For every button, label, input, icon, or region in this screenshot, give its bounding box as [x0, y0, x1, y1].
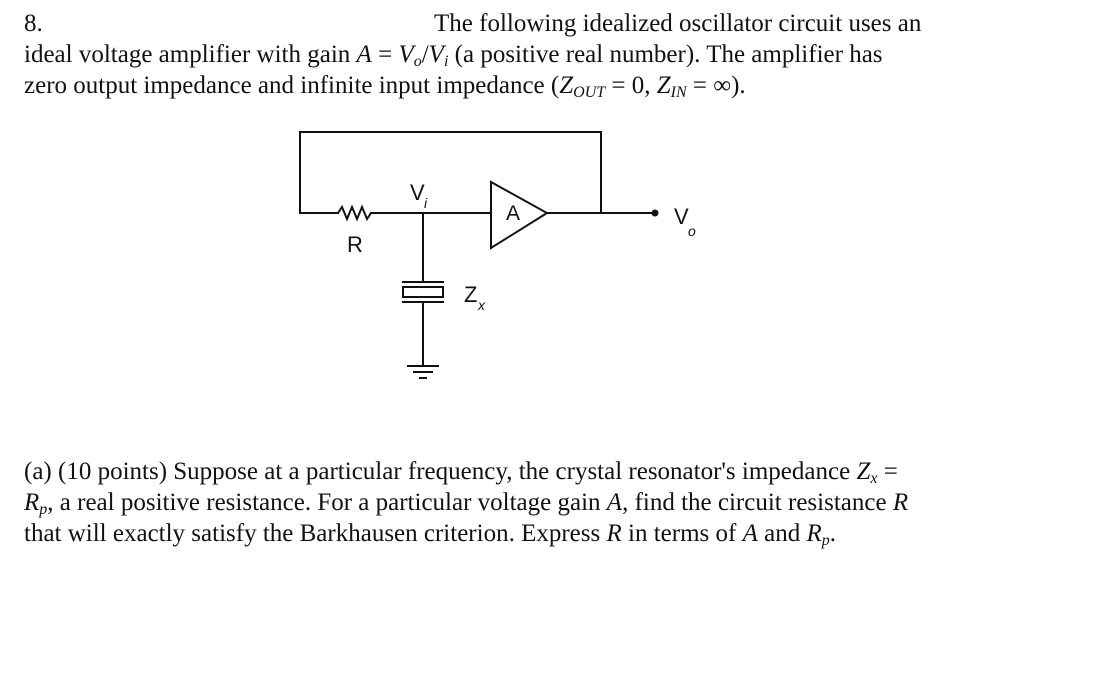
slash: /	[421, 41, 429, 68]
amplifier-label: A	[506, 202, 520, 225]
zx-subscript: x	[870, 470, 878, 487]
zin-subscript: IN	[670, 84, 687, 101]
problem-statement: 8. The following idealized oscillator cir…	[24, 8, 921, 101]
and-word: and	[757, 520, 807, 547]
zx-symbol: Z	[856, 458, 871, 485]
intro-line-1: The following idealized oscillator circu…	[434, 10, 922, 37]
intro-line-2a: ideal voltage amplifier with gain	[24, 41, 357, 68]
period: .	[829, 520, 837, 547]
rp-subscript-2: p	[821, 532, 830, 549]
vo-label-subscript: o	[688, 223, 696, 239]
rp-symbol-2: R	[806, 520, 822, 547]
vi-label: V	[410, 180, 425, 205]
intro-line-3b: = 0,	[605, 72, 657, 99]
gain-a-symbol: A	[606, 489, 623, 516]
oscillator-circuit-diagram: V i A V o R Z x	[299, 131, 696, 379]
equals-sign: =	[371, 41, 399, 68]
part-a-question: (a) (10 points) Suppose at a particular …	[24, 456, 908, 549]
intro-line-2b: (a positive real number). The amplifier …	[448, 41, 883, 68]
amplifier-symbol	[490, 180, 549, 250]
intro-line-3c: = ∞).	[686, 72, 746, 99]
gain-a-symbol-2: A	[742, 520, 758, 547]
part-a-line-2b: , find the circuit resistance	[622, 489, 893, 516]
zout-symbol: Z	[559, 72, 574, 99]
output-node-dot	[651, 209, 659, 217]
part-a-line-2a: , a real positive resistance. For a part…	[47, 489, 607, 516]
resistor-symbol	[336, 204, 373, 222]
crystal-body	[402, 286, 444, 298]
vo-symbol: V	[398, 41, 414, 68]
zout-subscript: OUT	[573, 84, 606, 101]
resistor-label: R	[347, 232, 363, 257]
vi-symbol: V	[428, 41, 444, 68]
intro-line-3a: zero output impedance and infinite input…	[24, 72, 560, 99]
vi-subscript: i	[443, 53, 449, 70]
feedback-wire	[299, 131, 602, 214]
part-a-line-3a: that will exactly satisfy the Barkhausen…	[24, 520, 607, 547]
part-a-line-1b: =	[877, 458, 898, 485]
problem-number: 8.	[24, 10, 43, 37]
part-a-line-1a: (a) (10 points) Suppose at a particular …	[24, 458, 857, 485]
gain-symbol: A	[356, 41, 372, 68]
zin-symbol: Z	[656, 72, 671, 99]
vi-label-subscript: i	[424, 195, 428, 211]
crystal-label-subscript: x	[477, 297, 486, 313]
part-a-line-3b: in terms of	[621, 520, 743, 547]
r-symbol: R	[892, 489, 909, 516]
rp-symbol: R	[24, 489, 40, 516]
rp-subscript: p	[39, 501, 48, 518]
crystal-label: Z	[464, 282, 477, 307]
vo-label: V	[674, 204, 689, 229]
r-symbol-2: R	[606, 520, 622, 547]
vo-subscript: o	[413, 53, 422, 70]
